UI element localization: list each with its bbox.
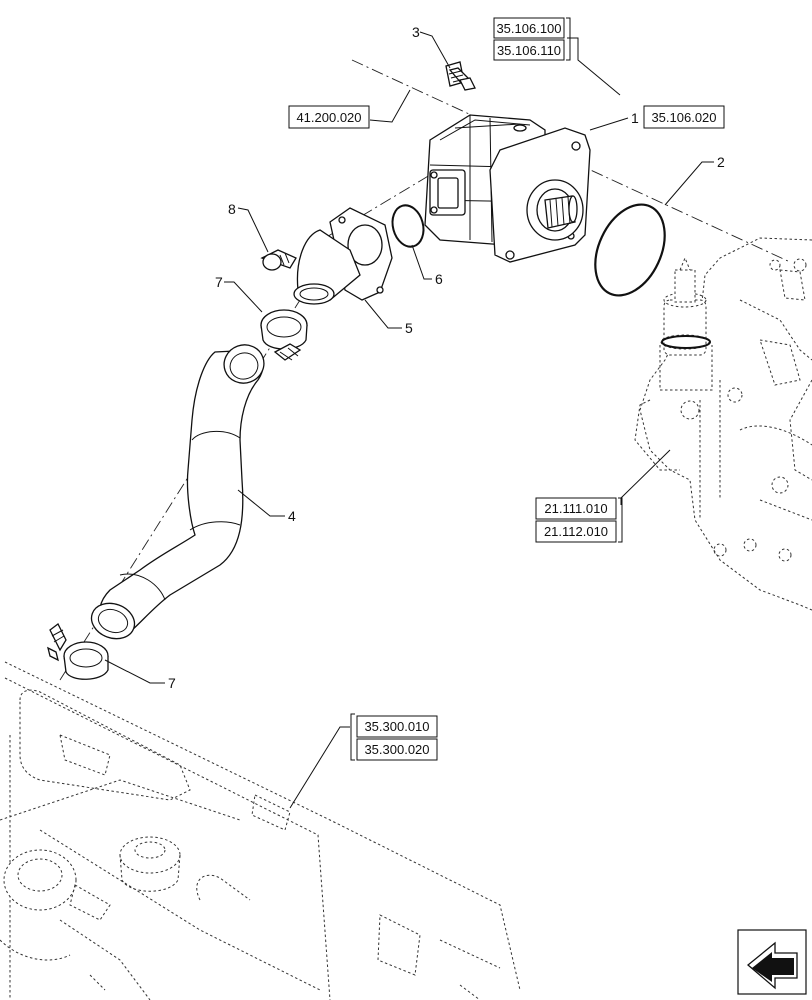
- reference-box-35-106-020[interactable]: 35.106.020: [643, 105, 725, 129]
- part-7-hose-clamp-upper: [260, 309, 308, 361]
- reference-box-41-200-020[interactable]: 41.200.020: [288, 105, 370, 129]
- reference-box-21-112-010[interactable]: 21.112.010: [535, 520, 617, 543]
- part-3-cap-screw: [445, 61, 476, 91]
- part-4-intake-hose: [90, 344, 265, 640]
- ghost-transmission-housing: [634, 237, 812, 611]
- housing-seal-ring: [661, 335, 711, 349]
- callout-5: 5: [405, 320, 413, 336]
- reference-box-35-300-010[interactable]: 35.300.010: [356, 715, 438, 738]
- svg-text:35.106.100: 35.106.100: [496, 21, 561, 36]
- part-6-o-ring-small: [391, 204, 425, 248]
- callout-7-top: 7: [215, 274, 223, 290]
- ghost-chassis-frame: [0, 661, 521, 1000]
- svg-text:35.300.020: 35.300.020: [364, 742, 429, 757]
- callout-7-bottom: 7: [168, 675, 176, 691]
- svg-text:41.200.020: 41.200.020: [296, 110, 361, 125]
- callout-4: 4: [288, 508, 296, 524]
- callout-6: 6: [435, 271, 443, 287]
- part-2-o-ring-large: [594, 203, 666, 297]
- svg-text:35.106.110: 35.106.110: [497, 43, 561, 58]
- part-5-elbow-flange: [293, 207, 393, 305]
- reference-box-35-300-020[interactable]: 35.300.020: [356, 738, 438, 761]
- callout-1: 1: [631, 110, 639, 126]
- arrow-navigation-icon[interactable]: [737, 929, 807, 995]
- svg-text:35.300.010: 35.300.010: [364, 719, 429, 734]
- part-1-hydraulic-pump: [424, 114, 591, 263]
- svg-text:21.112.010: 21.112.010: [544, 524, 608, 539]
- svg-text:21.111.010: 21.111.010: [544, 501, 607, 516]
- bracket-35-300: [350, 713, 355, 761]
- part-8-bolt: [260, 249, 297, 271]
- bracket-21: [618, 497, 623, 543]
- callout-8: 8: [228, 201, 236, 217]
- reference-box-21-111-010[interactable]: 21.111.010: [535, 497, 617, 520]
- reference-box-35-106-100[interactable]: 35.106.100: [493, 17, 565, 39]
- reference-box-35-106-110[interactable]: 35.106.110: [493, 39, 565, 61]
- bracket-35-106: [566, 17, 571, 61]
- svg-text:35.106.020: 35.106.020: [651, 110, 716, 125]
- callout-3: 3: [412, 24, 420, 40]
- callout-2: 2: [717, 154, 725, 170]
- part-7-hose-clamp-lower: [47, 623, 109, 680]
